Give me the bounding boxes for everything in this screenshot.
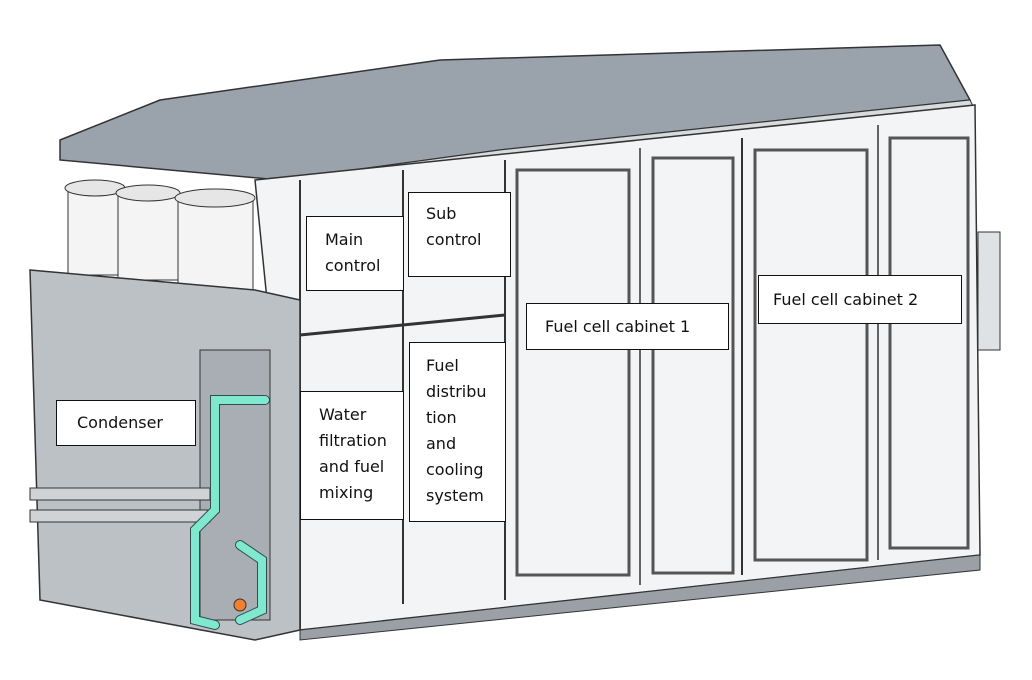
- label-fuel-cell-cabinet-1: Fuel cell cabinet 1: [526, 303, 729, 350]
- label-sub-control: Sub control: [408, 192, 511, 277]
- label-main-control: Main control: [306, 216, 404, 291]
- label-water-filtration: Water filtration and fuel mixing: [300, 391, 404, 520]
- label-fuel-distribution: Fuel distribu tion and cooling system: [409, 342, 506, 522]
- valve: [233, 598, 247, 612]
- label-condenser: Condenser: [56, 400, 196, 446]
- coolant-pipes: [190, 395, 270, 630]
- cabinet-body: [254, 104, 1001, 641]
- exhaust-cylinders: [64, 179, 256, 296]
- label-fuel-cell-cabinet-2: Fuel cell cabinet 2: [758, 275, 962, 324]
